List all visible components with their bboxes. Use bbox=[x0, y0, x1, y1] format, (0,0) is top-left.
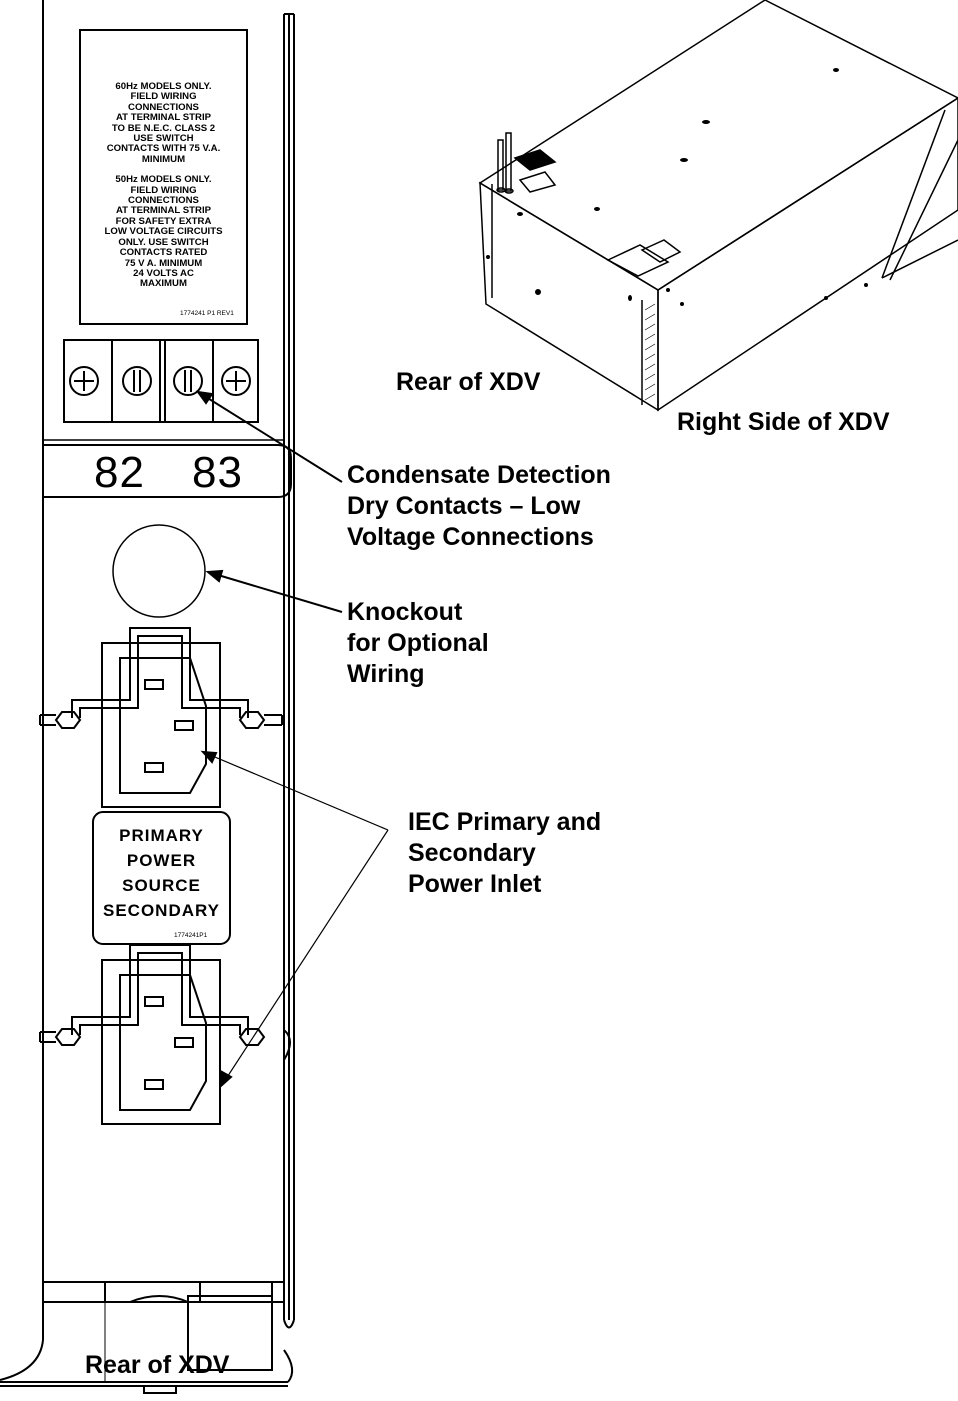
warning-label-frame bbox=[79, 29, 248, 325]
power-source-tag: PRIMARY POWER SOURCE SECONDARY bbox=[93, 823, 230, 923]
screw-icon bbox=[122, 366, 152, 396]
callout-line: Voltage Connections bbox=[347, 523, 594, 551]
callout-line: for Optional bbox=[347, 629, 489, 657]
leader-lines bbox=[195, 390, 389, 1088]
caption-rear-bottom: Rear of XDV bbox=[85, 1351, 230, 1379]
label-line: CONTACTS RATED bbox=[119, 247, 208, 259]
screw-icon bbox=[221, 366, 251, 396]
panel-bottom bbox=[0, 1281, 294, 1394]
callout-iec: IEC Primary and Secondary Power Inlet bbox=[408, 807, 601, 900]
caption-rear-iso: Rear of XDV bbox=[396, 368, 541, 396]
label-line: AT TERMINAL STRIP bbox=[115, 112, 212, 124]
callout-line: Knockout bbox=[347, 598, 463, 626]
label-line: MAXIMUM bbox=[140, 278, 187, 290]
callout-line: IEC Primary and bbox=[408, 808, 602, 836]
label-line: 60Hz MODELS ONLY. bbox=[115, 81, 212, 92]
label-line: 75 V A. MINIMUM bbox=[124, 257, 203, 269]
screw-icon bbox=[69, 366, 99, 396]
callout-line: Wiring bbox=[347, 660, 425, 688]
label-line: FIELD WIRING bbox=[130, 184, 197, 196]
terminal-82: 82 bbox=[94, 448, 145, 497]
label-line: MINIMUM bbox=[141, 153, 186, 165]
warning-label: 60Hz MODELS ONLY. FIELD WIRING CONNECTIO… bbox=[80, 81, 247, 290]
callout-knockout: Knockout for Optional Wiring bbox=[347, 597, 489, 690]
tag-line: POWER bbox=[126, 851, 197, 870]
label-line: CONTACTS WITH 75 V.A. bbox=[106, 143, 221, 155]
tag-line: SOURCE bbox=[122, 876, 201, 895]
warning-label-part-number: 1774241 P1 REV1 bbox=[180, 310, 234, 317]
label-line: 50Hz MODELS ONLY. bbox=[115, 174, 212, 186]
callout-line: Condensate Detection bbox=[347, 461, 611, 489]
iec-inlet-primary bbox=[39, 627, 283, 808]
knockout-circle bbox=[112, 524, 206, 618]
label-line: CONNECTIONS bbox=[128, 195, 199, 207]
terminal-strip bbox=[63, 339, 259, 423]
tag-line: PRIMARY bbox=[119, 826, 204, 845]
label-line: FIELD WIRING bbox=[130, 91, 197, 103]
label-line: ONLY. USE SWITCH bbox=[118, 236, 209, 248]
tag-line: SECONDARY bbox=[103, 901, 220, 920]
callout-line: Dry Contacts – Low bbox=[347, 492, 581, 520]
callout-line: Secondary bbox=[408, 839, 536, 867]
xdv-isometric-view bbox=[478, 0, 958, 412]
rear-panel bbox=[0, 0, 295, 1381]
label-line: CONNECTIONS bbox=[128, 101, 199, 113]
label-line: TO BE N.E.C. CLASS 2 bbox=[111, 122, 216, 134]
label-line: 24 VOLTS AC bbox=[133, 267, 194, 279]
label-line: USE SWITCH bbox=[133, 133, 194, 145]
callout-condensate: Condensate Detection Dry Contacts – Low … bbox=[347, 460, 611, 553]
terminal-number-plate bbox=[43, 444, 292, 498]
label-line: AT TERMINAL STRIP bbox=[115, 205, 212, 217]
screw-icon bbox=[173, 366, 203, 396]
iec-inlet-secondary bbox=[39, 944, 291, 1125]
callout-line: Power Inlet bbox=[408, 870, 542, 898]
label-line: FOR SAFETY EXTRA bbox=[115, 215, 212, 227]
power-tag-part-number: 1774241P1 bbox=[174, 932, 208, 939]
label-line: LOW VOLTAGE CIRCUITS bbox=[104, 226, 223, 238]
terminal-83: 83 bbox=[192, 448, 243, 497]
caption-right-iso: Right Side of XDV bbox=[677, 408, 890, 436]
